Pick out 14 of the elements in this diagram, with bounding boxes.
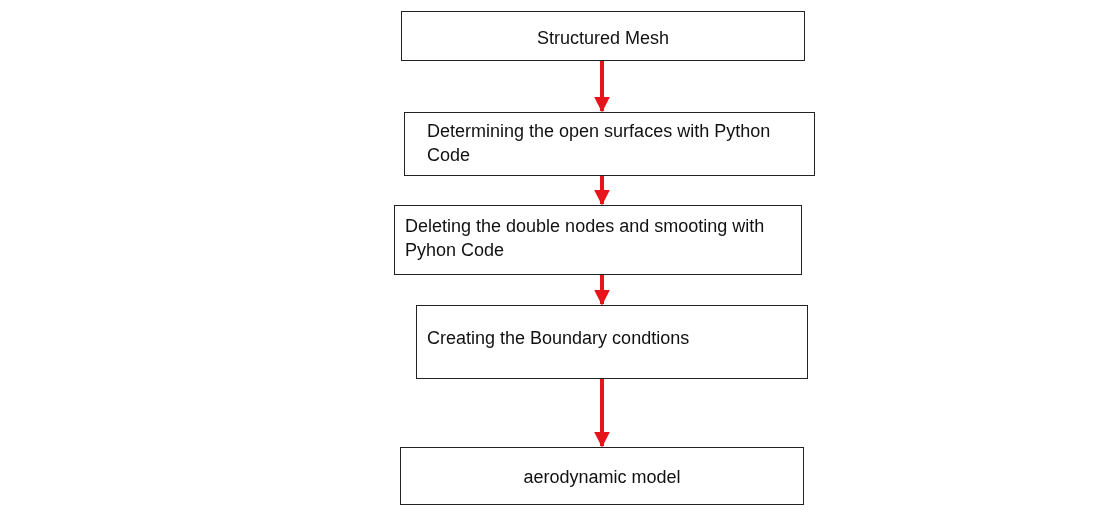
process-box	[401, 11, 805, 61]
arrow	[594, 379, 610, 448]
process-box	[404, 112, 815, 176]
step-label: aerodynamic model	[522, 466, 682, 489]
arrow	[594, 176, 610, 206]
step-label: Deleting the double nodes and smooting with Pyhon Code	[405, 215, 766, 263]
step-label: Creating the Boundary condtions	[427, 327, 691, 350]
process-box	[394, 205, 802, 275]
step-label: Determining the open surfaces with Python Code	[427, 120, 772, 168]
process-box	[416, 305, 808, 379]
arrow	[594, 61, 610, 113]
arrow	[594, 275, 610, 306]
process-box	[400, 447, 804, 505]
step-label: Structured Mesh	[535, 27, 671, 50]
